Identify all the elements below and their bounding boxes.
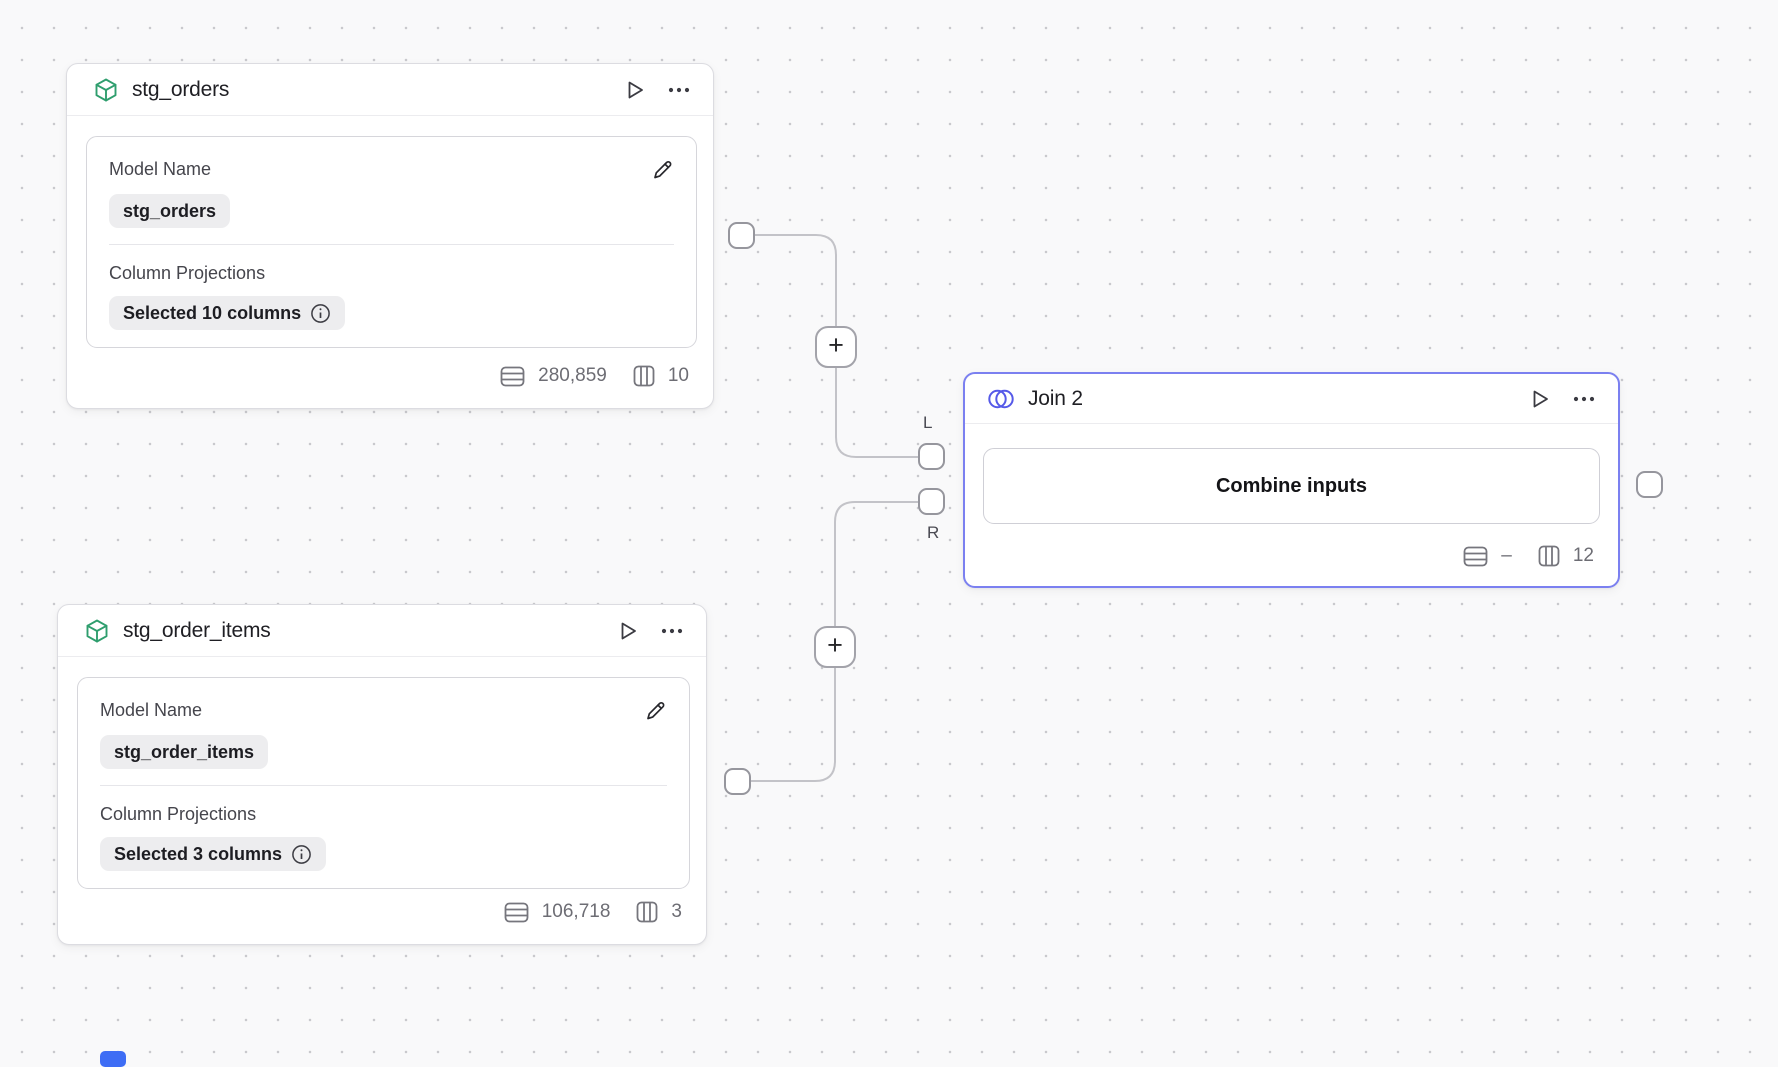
node-stats-footer: – 12 (965, 526, 1618, 586)
stg-order-items-output-port[interactable] (724, 768, 751, 795)
plus-icon: + (828, 330, 844, 360)
model-name-chip: stg_orders (109, 194, 231, 228)
column-count-value: 12 (1572, 545, 1594, 566)
left-port-label: L (923, 413, 933, 432)
row-count-value: 280,859 (538, 365, 607, 386)
plus-icon: + (827, 630, 843, 660)
rows-icon (1463, 546, 1488, 567)
column-count-value: 3 (671, 901, 682, 922)
node-stats-footer: 106,718 3 (58, 880, 706, 944)
edit-model-name-button[interactable] (643, 699, 667, 723)
column-projections-chip: Selected 10 columns (109, 296, 346, 330)
row-count-value: – (1501, 545, 1512, 566)
model-name-label: Model Name (109, 159, 212, 179)
node-stats-footer: 280,859 10 (67, 344, 713, 408)
combine-inputs-button[interactable]: Combine inputs (983, 448, 1600, 524)
node-config-card: Model Name stg_order_items Column Projec… (77, 677, 690, 889)
columns-icon (636, 901, 658, 923)
pencil-icon (643, 699, 667, 723)
row-count-value: 106,718 (541, 901, 611, 922)
model-name-value: stg_orders (123, 200, 217, 221)
add-step-button-top-edge[interactable]: + (815, 326, 857, 368)
row-count-stat: 280,859 (500, 365, 607, 387)
play-icon (623, 78, 647, 102)
cube-icon (93, 77, 119, 103)
node-config-card: Model Name stg_orders Column Projections (86, 136, 697, 348)
ellipsis-icon (660, 628, 684, 634)
run-node-button[interactable] (623, 78, 647, 102)
divider (100, 785, 667, 786)
node-stg-orders[interactable]: stg_orders (66, 63, 714, 409)
node-stg-order-items[interactable]: stg_order_items (57, 604, 707, 945)
model-name-chip: stg_order_items (100, 735, 269, 769)
combine-inputs-label: Combine inputs (1215, 474, 1368, 497)
join-icon (987, 388, 1015, 410)
node-header: Join 2 (965, 374, 1618, 424)
columns-icon (1538, 545, 1560, 567)
column-projections-label: Column Projections (100, 804, 257, 824)
divider (109, 244, 674, 245)
node-menu-button[interactable] (667, 87, 691, 93)
play-icon (616, 619, 640, 643)
cube-icon (84, 618, 110, 644)
node-title: stg_order_items (123, 618, 271, 642)
node-title: Join 2 (1028, 386, 1083, 410)
join-input-port-left[interactable] (918, 443, 945, 470)
node-menu-button[interactable] (1572, 396, 1596, 402)
column-projections-label: Column Projections (109, 263, 266, 283)
node-header: stg_order_items (58, 605, 706, 657)
edit-model-name-button[interactable] (650, 158, 674, 182)
info-icon[interactable] (291, 844, 312, 865)
join-input-port-right[interactable] (918, 488, 945, 515)
run-node-button[interactable] (616, 619, 640, 643)
column-projections-value: Selected 10 columns (123, 302, 302, 323)
columns-icon (633, 365, 655, 387)
column-count-stat: 12 (1538, 545, 1594, 567)
info-icon[interactable] (310, 303, 331, 324)
play-icon (1528, 387, 1552, 411)
column-projections-chip: Selected 3 columns (100, 837, 327, 871)
pencil-icon (650, 158, 674, 182)
bottom-left-blue-bar[interactable] (100, 1051, 126, 1067)
model-name-value: stg_order_items (114, 741, 255, 762)
right-port-label: R (927, 523, 940, 542)
model-name-label: Model Name (100, 700, 203, 720)
ellipsis-icon (667, 87, 691, 93)
column-count-stat: 10 (633, 365, 689, 387)
ellipsis-icon (1572, 396, 1596, 402)
column-projections-value: Selected 3 columns (114, 843, 283, 864)
column-count-value: 10 (667, 365, 689, 386)
node-join-2[interactable]: Join 2 (963, 372, 1620, 588)
join-output-port[interactable] (1636, 471, 1663, 498)
rows-icon (500, 366, 525, 387)
node-header: stg_orders (67, 64, 713, 116)
node-menu-button[interactable] (660, 628, 684, 634)
row-count-stat: – (1463, 545, 1512, 567)
stg-orders-output-port[interactable] (728, 222, 755, 249)
add-step-button-bottom-edge[interactable]: + (814, 626, 856, 668)
run-node-button[interactable] (1528, 387, 1552, 411)
rows-icon (504, 902, 529, 923)
node-title: stg_orders (132, 77, 230, 101)
row-count-stat: 106,718 (504, 901, 611, 923)
column-count-stat: 3 (636, 901, 682, 923)
